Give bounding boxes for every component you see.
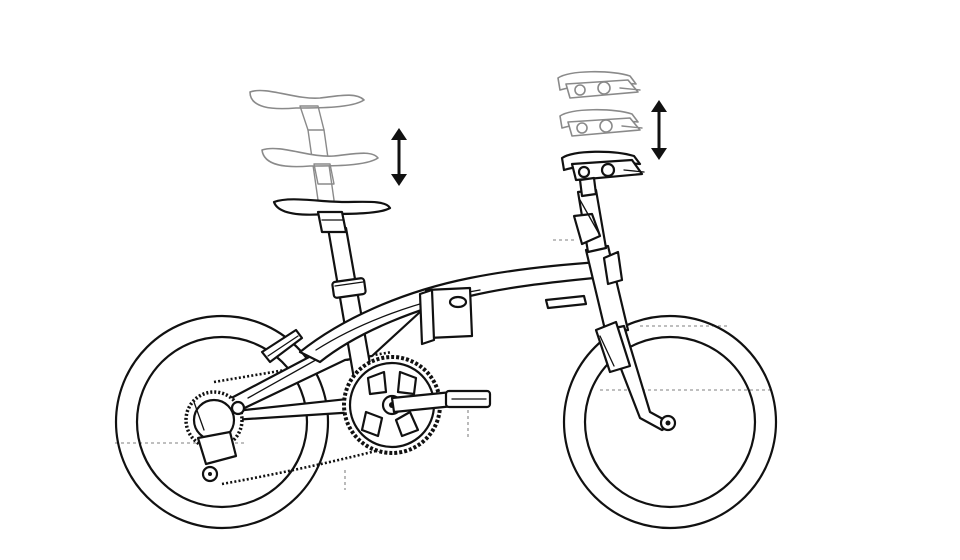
saddle <box>272 198 392 234</box>
saddle-ghost-top <box>249 89 365 201</box>
crank-and-pedal <box>390 389 492 414</box>
rear-wheel <box>114 314 330 530</box>
front-wheel <box>562 314 778 530</box>
double-vertical-arrow-icon <box>651 100 667 160</box>
rear-derailleur <box>184 390 246 483</box>
saddle-ghost-middle <box>261 147 379 185</box>
stem <box>572 188 608 254</box>
chain <box>213 350 393 486</box>
folding-hinge <box>418 286 588 346</box>
front-brake <box>594 320 632 374</box>
handlebar-ghost-middle <box>559 108 643 137</box>
rear-brake <box>260 328 304 364</box>
handlebar-ghost-top <box>557 70 641 99</box>
double-vertical-arrow-icon <box>391 128 407 186</box>
handlebar <box>560 150 645 198</box>
